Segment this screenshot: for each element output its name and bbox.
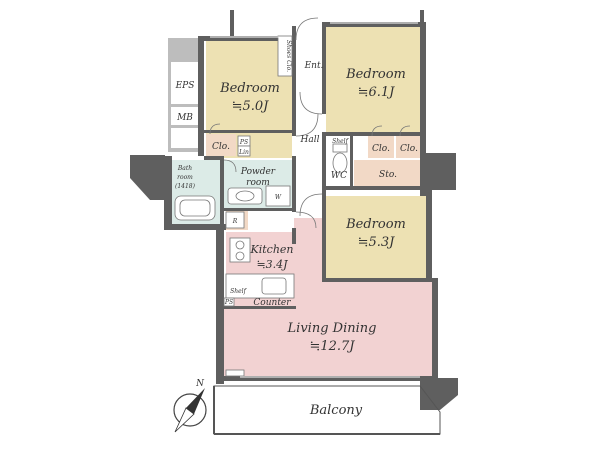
mb-box [171, 107, 198, 125]
wall [292, 228, 296, 244]
closet-door [399, 125, 411, 137]
wall [420, 10, 424, 26]
north-compass [173, 388, 207, 433]
wall [420, 22, 426, 196]
kitchen-size: ≒3.4J [256, 258, 288, 271]
mb-label: MB [176, 113, 193, 123]
wall [198, 36, 204, 156]
toilet [332, 152, 348, 174]
living-dining-area [222, 218, 435, 378]
burner [235, 251, 245, 261]
wall [322, 22, 326, 114]
living-dining-size: ≒12.7J [309, 339, 355, 354]
wall [322, 132, 326, 282]
wall [216, 224, 224, 384]
column-left [130, 155, 165, 200]
closet-3-area [396, 136, 422, 158]
ps-label-kitchen: PS [224, 299, 233, 306]
entrance-door [295, 17, 319, 41]
wall [216, 376, 438, 381]
bath-label-2: room [177, 174, 193, 181]
bath-label-3: (1418) [175, 183, 196, 190]
washer [265, 185, 291, 207]
closet-1-label: Clo. [212, 142, 230, 152]
wall [324, 132, 422, 136]
counter-label: Counter [253, 298, 291, 308]
stove [229, 237, 251, 263]
bedroom-1-door [295, 113, 319, 137]
wall [198, 36, 294, 41]
wall [292, 26, 296, 136]
north-label: N [195, 379, 205, 389]
wall [230, 10, 234, 38]
wall [220, 158, 224, 228]
wall [204, 156, 224, 160]
wall [350, 136, 353, 186]
balcony-label: Balcony [309, 403, 363, 418]
bathtub-inner [179, 199, 211, 217]
bedroom-2-size: ≒6.1J [358, 85, 396, 100]
kitchen-sink [261, 277, 287, 295]
bedroom-3-area [326, 196, 426, 280]
powder-room-label-2: room [246, 178, 270, 188]
shelf-label-kitchen: Shelf [230, 288, 247, 295]
wall [326, 22, 424, 27]
living-door [295, 211, 317, 229]
toilet-tank [332, 143, 348, 153]
bath-label-1: Bath [177, 165, 192, 172]
lin-label: Lin [238, 149, 249, 156]
ps2-box [223, 297, 235, 307]
column-bottom-right [420, 378, 458, 410]
pipe-box [171, 128, 198, 148]
eps-box [171, 62, 198, 104]
wc-label: WC [331, 171, 347, 181]
wall [204, 130, 294, 133]
kitchen-name: Kitchen [250, 243, 294, 256]
powder-door [223, 159, 237, 173]
storage-label: Sto. [379, 170, 397, 180]
washer-label: W [275, 194, 282, 201]
bedroom-3-name: Bedroom [345, 217, 406, 232]
burner [235, 240, 245, 250]
bedroom-3-size: ≒5.3J [358, 235, 396, 250]
bedroom-2-door [299, 91, 323, 115]
powder-room-label-1: Powder [240, 167, 276, 177]
closet-door [209, 123, 221, 135]
living-dining-name: Living Dining [287, 321, 377, 336]
column-right [424, 153, 456, 190]
bedroom-2-area [326, 26, 422, 134]
wall [224, 306, 296, 309]
entrance-label: Ent. [304, 61, 324, 71]
fridge-box [225, 211, 245, 229]
wall [324, 278, 434, 282]
pipe-floor [225, 369, 245, 377]
eps-label: EPS [175, 81, 195, 91]
wall [432, 278, 438, 376]
wall [164, 224, 226, 230]
shelf-label-wc: Shelf [332, 138, 349, 145]
closet-door [371, 125, 383, 137]
fridge-label: R [232, 218, 238, 225]
bedroom-1-size: ≒5.0J [232, 99, 270, 114]
wall [292, 156, 296, 212]
hall-label: Hall [300, 135, 320, 145]
bedroom-1-name: Bedroom [219, 81, 280, 96]
closet-3-label: Clo. [400, 144, 418, 154]
closet-1-area [206, 134, 236, 156]
closet-2-label: Clo. [372, 144, 390, 154]
shoe-closet [277, 35, 293, 77]
shoe-closet-label: Shoes Clo. [285, 40, 292, 72]
bedroom-2-name: Bedroom [345, 67, 406, 82]
storage-area [354, 160, 422, 186]
wall [326, 186, 422, 190]
wall [164, 156, 172, 228]
wall [426, 190, 432, 280]
ps-label: PS [239, 139, 248, 146]
sink [235, 190, 255, 202]
closet-2-area [368, 136, 394, 158]
lin-box [237, 145, 251, 157]
wall [224, 208, 296, 211]
